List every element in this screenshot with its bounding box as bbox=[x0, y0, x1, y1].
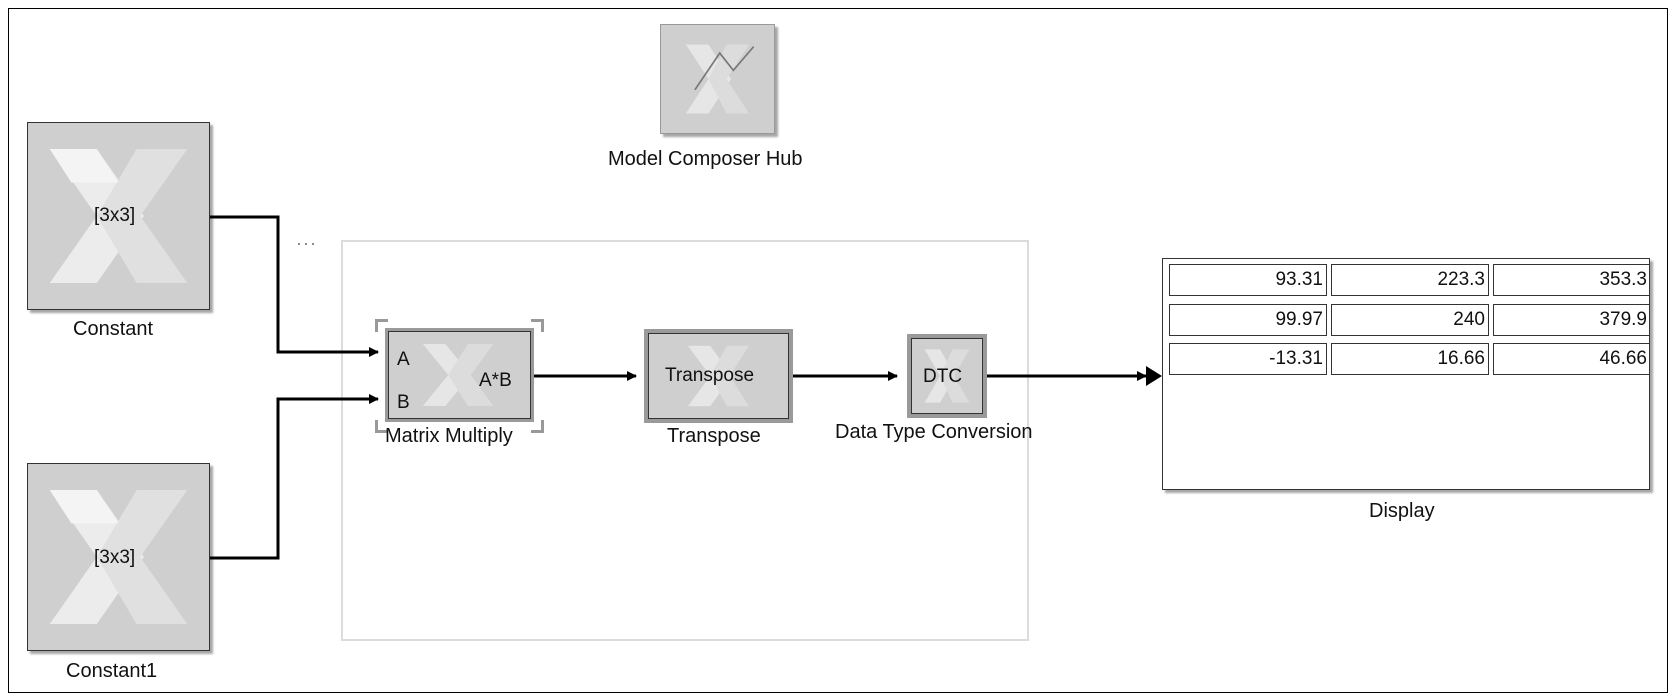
selection-handle-bottom-right[interactable] bbox=[531, 420, 544, 433]
transpose-block[interactable]: Transpose bbox=[648, 333, 789, 419]
display-label: Display bbox=[1369, 500, 1435, 522]
xilinx-logo-icon bbox=[49, 490, 188, 624]
constant1-label: Constant1 bbox=[66, 660, 158, 682]
matrix-multiply-block[interactable]: A B A*B bbox=[388, 331, 531, 419]
signal-line-constant1-to-b[interactable] bbox=[210, 394, 379, 560]
signal-line-constant-to-a[interactable] bbox=[210, 215, 379, 357]
dtc-text: DTC bbox=[923, 366, 963, 387]
xilinx-logo-icon bbox=[924, 349, 970, 403]
display-cell-r2c2: 240 bbox=[1331, 304, 1489, 336]
area-annotation-box[interactable] bbox=[341, 240, 1029, 641]
xilinx-logo-icon bbox=[49, 149, 188, 283]
display-cell-r2c3: 379.9 bbox=[1493, 304, 1649, 336]
model-composer-hub-label: Model Composer Hub bbox=[608, 148, 803, 170]
xilinx-logo-icon bbox=[422, 344, 494, 406]
display-cell-r3c3: 46.66 bbox=[1493, 343, 1649, 375]
port-a-label: A bbox=[397, 349, 410, 370]
matrix-multiply-label: Matrix Multiply bbox=[385, 425, 513, 447]
display-cell-r3c2: 16.66 bbox=[1331, 343, 1489, 375]
transpose-label: Transpose bbox=[667, 425, 761, 447]
selection-handle-bottom-left[interactable] bbox=[375, 420, 388, 433]
display-cell-r3c1: -13.31 bbox=[1169, 343, 1327, 375]
display-cell-r1c3: 353.3 bbox=[1493, 264, 1649, 296]
data-type-conversion-label: Data Type Conversion bbox=[835, 421, 1033, 443]
display-cell-r2c1: 99.97 bbox=[1169, 304, 1327, 336]
area-ellipsis[interactable]: ··· bbox=[296, 233, 317, 253]
port-b-label: B bbox=[397, 392, 410, 413]
display-cell-r1c2: 223.3 bbox=[1331, 264, 1489, 296]
constant1-block[interactable]: [3x3] bbox=[27, 463, 210, 651]
xilinx-logo-icon bbox=[685, 44, 755, 114]
display-input-arrow bbox=[1146, 366, 1162, 386]
constant-block[interactable]: [3x3] bbox=[27, 122, 210, 310]
output-port-label: A*B bbox=[479, 370, 512, 391]
constant-value: [3x3] bbox=[94, 205, 136, 226]
selection-handle-top-left[interactable] bbox=[375, 319, 388, 332]
display-block[interactable]: 93.31 223.3 353.3 99.97 240 379.9 -13.31… bbox=[1162, 258, 1650, 490]
selection-handle-top-right[interactable] bbox=[531, 319, 544, 332]
constant-label: Constant bbox=[73, 318, 154, 340]
data-type-conversion-block[interactable]: DTC bbox=[911, 338, 983, 414]
display-cell-r1c1: 93.31 bbox=[1169, 264, 1327, 296]
xilinx-logo-icon bbox=[687, 345, 750, 407]
constant1-value: [3x3] bbox=[94, 547, 136, 568]
transpose-text: Transpose bbox=[665, 365, 755, 386]
model-composer-hub-block[interactable] bbox=[660, 24, 775, 134]
